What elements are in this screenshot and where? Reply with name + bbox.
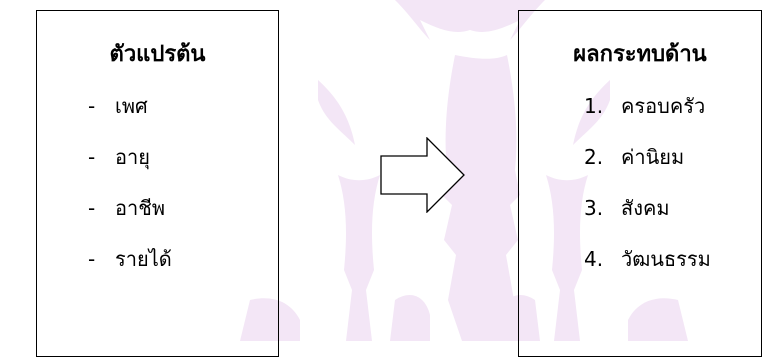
list-item-label: รายได้: [115, 247, 172, 271]
right-arrow-icon: [380, 137, 466, 213]
list-item-label: ค่านิยม: [621, 145, 684, 169]
list-item-number: 3.: [584, 196, 603, 220]
list-item-label: อายุ: [115, 145, 150, 169]
list-item-label: อาชีพ: [115, 196, 165, 220]
list-item-number: 2.: [584, 145, 603, 169]
independent-variables-box: ตัวแปรต้น - เพศ - อายุ - อาชีพ - รายได้: [36, 10, 279, 357]
list-item-number: 4.: [584, 247, 603, 271]
independent-variables-title: ตัวแปรต้น: [37, 36, 278, 71]
dash-bullet: -: [88, 247, 95, 271]
impacts-box: ผลกระทบด้าน 1. ครอบครัว 2. ค่านิยม 3. สั…: [518, 10, 762, 357]
dash-bullet: -: [88, 145, 95, 169]
impacts-title: ผลกระทบด้าน: [519, 36, 761, 71]
list-item-label: สังคม: [621, 196, 670, 220]
dash-bullet: -: [88, 196, 95, 220]
list-item-label: ครอบครัว: [621, 94, 705, 118]
list-item-label: วัฒนธรรม: [621, 247, 711, 271]
list-item-number: 1.: [584, 94, 603, 118]
list-item-label: เพศ: [115, 94, 148, 118]
dash-bullet: -: [88, 94, 95, 118]
